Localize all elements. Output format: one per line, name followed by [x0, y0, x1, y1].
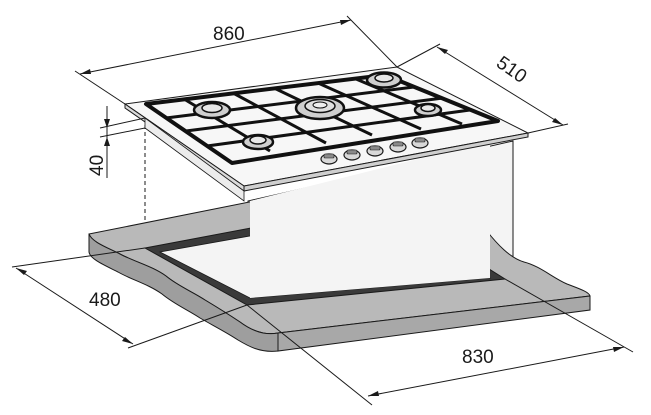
- dim-cutout-width-830: [246, 278, 634, 406]
- burner-front-right: [413, 102, 443, 118]
- countertop: [88, 141, 591, 352]
- knob-3: [366, 145, 384, 157]
- dim-depth-510: [396, 43, 569, 134]
- pan-support-grate: [144, 73, 500, 165]
- countertop-right-edge: [277, 295, 591, 352]
- dim-cutout-depth-480: [11, 247, 248, 349]
- burner-front-left: [241, 133, 275, 151]
- burner-rear-left: [192, 100, 232, 120]
- label-width-860: 860: [213, 24, 245, 45]
- dim-height-40: [99, 106, 146, 178]
- cabinet-inner-face: [250, 141, 490, 298]
- dim-width-860: [74, 15, 398, 105]
- label-height-40: 40: [87, 155, 108, 176]
- label-cutout-width-830: 830: [462, 347, 494, 368]
- burner-rear-right: [365, 71, 403, 89]
- knob-2: [343, 149, 361, 161]
- knob-4: [389, 141, 407, 153]
- burner-center-wok: [294, 95, 346, 121]
- dimension-lines: [11, 15, 634, 406]
- knob-1: [320, 153, 338, 165]
- hob-body: [144, 117, 245, 202]
- gas-hob: [123, 66, 530, 202]
- knob-5: [411, 137, 429, 149]
- label-depth-510: 510: [492, 52, 530, 87]
- control-knobs: [320, 137, 429, 165]
- label-cutout-depth-480: 480: [89, 290, 121, 311]
- burners: [192, 71, 443, 151]
